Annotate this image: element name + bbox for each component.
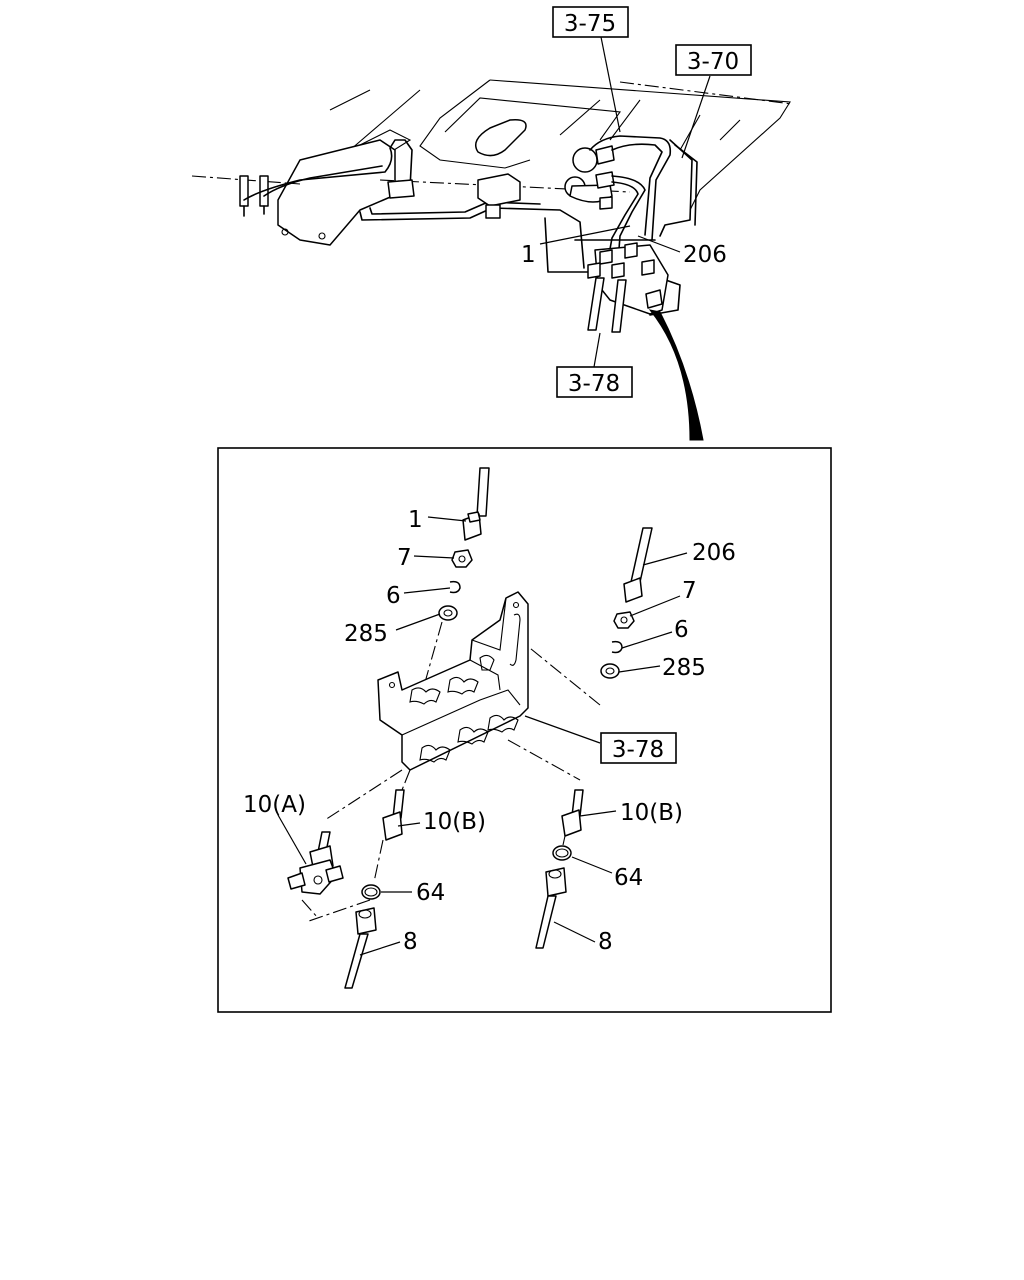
leader-3-75 [600,36,621,133]
detail-pointer-arrow [648,309,704,441]
detail-illustration [287,467,653,989]
callout-10b-right: 10(B) [620,800,683,826]
callout-10a: 10(A) [243,792,306,818]
leader-3-78-overview [593,332,601,368]
callout-64-right: 64 [614,865,643,891]
ref-box-3-75: 3-75 [552,6,629,38]
leader-3-70 [681,75,711,159]
leader-206-overview [637,235,681,253]
ref-box-3-78-detail-label: 3-78 [612,737,664,763]
callout-206-overview: 206 [683,242,727,268]
overview-illustration [191,36,793,441]
callout-285-right: 285 [662,655,706,681]
detail-frame [217,447,832,1013]
ref-box-3-70: 3-70 [675,44,752,76]
detail-leaders [277,516,688,956]
callout-7-left: 7 [397,545,412,571]
callout-6-left: 6 [386,583,401,609]
callout-10b-left: 10(B) [423,809,486,835]
ref-box-3-70-label: 3-70 [687,49,739,75]
callout-64-left: 64 [416,880,445,906]
callout-8-right: 8 [598,929,613,955]
leader-1-overview [539,225,631,245]
ref-box-3-75-label: 3-75 [564,11,616,37]
callout-7-right: 7 [682,578,697,604]
callout-1-overview: 1 [521,242,536,268]
ref-box-3-78-detail: 3-78 [600,732,677,764]
callout-8-left: 8 [403,929,418,955]
callout-6-right: 6 [674,617,689,643]
callout-285-left: 285 [344,621,388,647]
callout-1: 1 [408,507,423,533]
ref-box-3-78-overview: 3-78 [556,366,633,398]
ref-box-3-78-overview-label: 3-78 [568,371,620,397]
callout-206: 206 [692,540,736,566]
